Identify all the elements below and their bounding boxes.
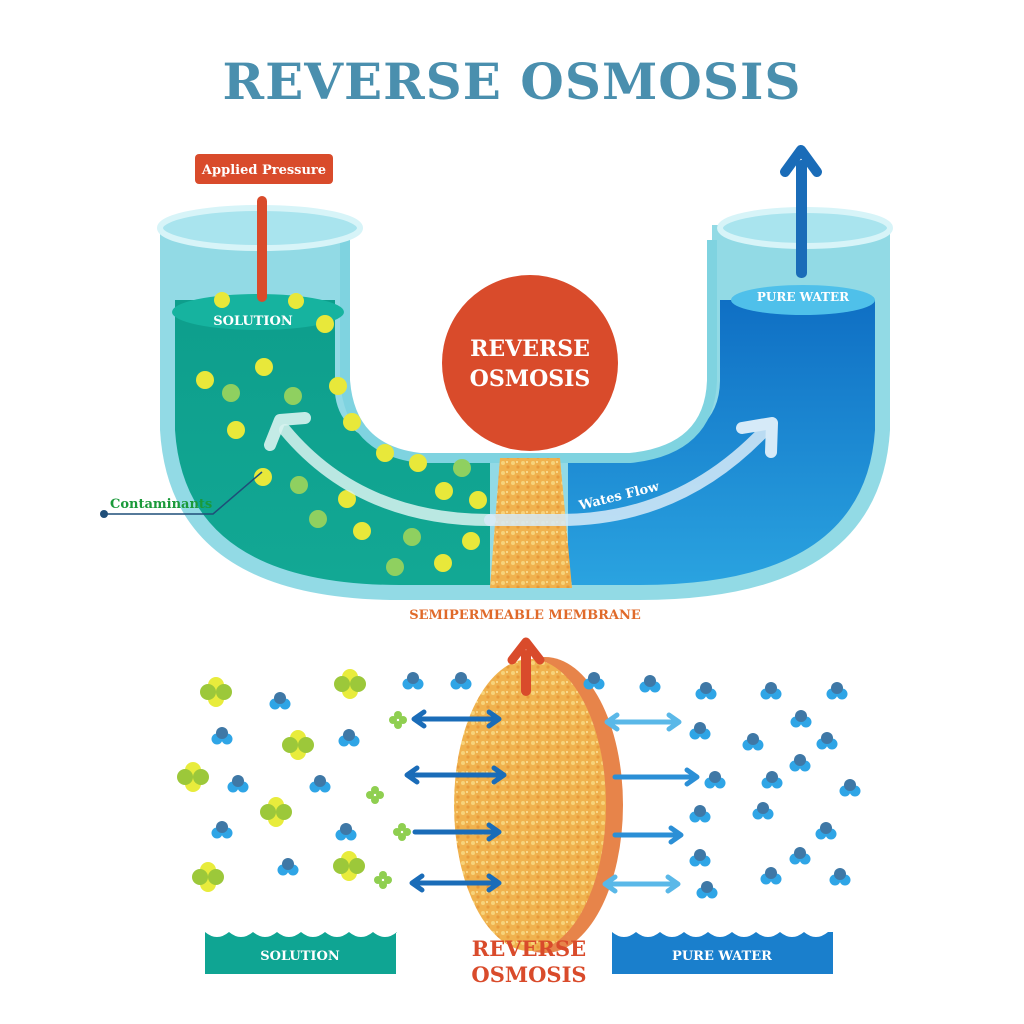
badge-line2: OSMOSIS <box>470 366 591 392</box>
solution-label: SOLUTION <box>213 314 293 329</box>
water-molecule <box>839 779 861 797</box>
water-molecule <box>689 849 711 867</box>
bottom-center-label-line1: REVERSE <box>472 936 586 961</box>
tube-contaminants <box>196 292 487 576</box>
bottom-membrane <box>454 657 623 953</box>
page-title: REVERSE OSMOSIS <box>222 52 802 111</box>
applied-pressure-badge <box>195 154 333 184</box>
contaminants-label: Contaminants <box>110 497 212 512</box>
water-molecule <box>761 771 783 789</box>
pressure-up-arrow-bottom <box>507 637 545 696</box>
small-contaminant <box>389 711 407 729</box>
small-contaminant <box>374 871 392 889</box>
pure-water-fill <box>568 300 875 585</box>
water-molecule <box>450 672 472 690</box>
applied-pressure: Applied Pressure <box>195 154 333 302</box>
badge-line1: REVERSE <box>470 336 590 362</box>
pure-water-label: PURE WATER <box>757 290 850 304</box>
water-molecule <box>789 754 811 772</box>
reverse-osmosis-badge: REVERSE OSMOSIS <box>442 275 618 451</box>
water-molecule <box>338 729 360 747</box>
water-molecule <box>742 733 764 751</box>
contaminant-cluster <box>282 730 314 760</box>
water-molecule <box>829 868 851 886</box>
right-arrows <box>602 712 700 894</box>
water-molecule <box>760 682 782 700</box>
water-molecules <box>211 672 861 899</box>
water-molecule <box>689 722 711 740</box>
water-molecule <box>211 727 233 745</box>
water-molecule <box>704 771 726 789</box>
water-molecule <box>639 675 661 693</box>
contaminant-cluster <box>177 762 209 792</box>
bottom-pure-water-label: PURE WATER <box>672 949 772 964</box>
water-molecule <box>277 858 299 876</box>
bottom-pure-water-bar: PURE WATER <box>612 932 833 974</box>
water-molecule <box>826 682 848 700</box>
bottom-solution-bar: SOLUTION <box>205 932 397 974</box>
water-flow-arrow <box>484 417 778 526</box>
applied-pressure-label: Applied Pressure <box>201 163 326 178</box>
pressure-rod <box>257 196 267 302</box>
water-molecule <box>309 775 331 793</box>
water-molecule <box>689 805 711 823</box>
bottom-center-label-line2: OSMOSIS <box>471 962 586 987</box>
reverse-flow-arrow <box>264 412 496 526</box>
water-molecule <box>335 823 357 841</box>
water-molecule <box>211 821 233 839</box>
water-molecule <box>815 822 837 840</box>
water-molecule <box>816 732 838 750</box>
small-contaminant <box>393 823 411 841</box>
water-molecule <box>789 847 811 865</box>
contaminants-callout: Contaminants <box>100 471 263 518</box>
contaminant-molecules <box>177 669 411 892</box>
contaminant-cluster <box>333 851 365 881</box>
water-molecule <box>227 775 249 793</box>
small-contaminant <box>366 786 384 804</box>
membrane-label: SEMIPERMEABLE MEMBRANE <box>409 608 641 623</box>
left-arrows <box>404 709 507 893</box>
water-molecule <box>790 710 812 728</box>
water-molecule <box>583 672 605 690</box>
bottom-solution-label: SOLUTION <box>260 949 340 964</box>
water-molecule <box>402 672 424 690</box>
water-molecule <box>752 802 774 820</box>
contaminant-cluster <box>334 669 366 699</box>
pure-water-surface <box>731 285 875 315</box>
contaminant-cluster <box>260 797 292 827</box>
water-molecule <box>696 881 718 899</box>
pure-water-up-arrow <box>780 145 822 278</box>
water-molecule <box>269 692 291 710</box>
water-molecule <box>760 867 782 885</box>
water-molecule <box>695 682 717 700</box>
contaminant-cluster <box>192 862 224 892</box>
contaminant-cluster <box>200 677 232 707</box>
